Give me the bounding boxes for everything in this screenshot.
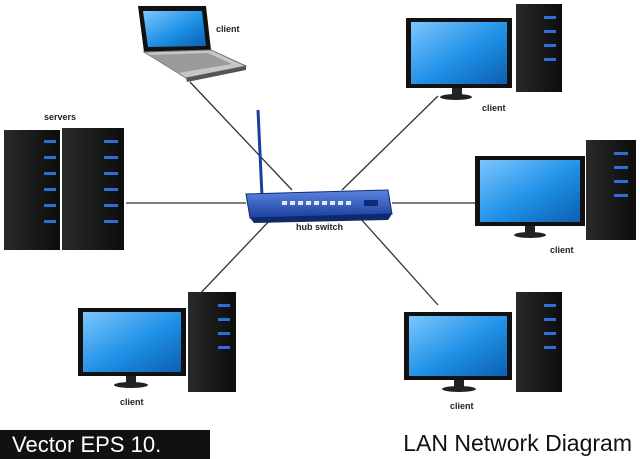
client-top-right-icon xyxy=(406,4,562,100)
diagram-title: LAN Network Diagram xyxy=(403,430,632,456)
hub-switch-label: hub switch xyxy=(296,222,343,232)
cable-bottom-right xyxy=(359,217,439,306)
client-bottom-left-label: client xyxy=(120,397,144,407)
footer-version-text: Vector EPS 10. xyxy=(12,432,162,457)
client-mid-right-icon xyxy=(475,140,636,240)
client-mid-right-label: client xyxy=(550,245,574,255)
laptop-client-icon xyxy=(138,6,248,82)
network-cables xyxy=(126,81,475,306)
client-bottom-right-label: client xyxy=(450,401,474,411)
client-bottom-left-icon xyxy=(78,292,236,392)
cable-bottom-left xyxy=(195,217,273,299)
servers-icon xyxy=(4,128,124,250)
laptop-client-label: client xyxy=(216,24,240,34)
cable-laptop xyxy=(189,81,293,191)
servers-label: servers xyxy=(44,112,77,122)
client-top-right-label: client xyxy=(482,103,506,113)
footer-badge xyxy=(0,430,210,459)
cable-top-right xyxy=(341,95,439,191)
hub-switch-icon xyxy=(245,109,393,223)
client-bottom-right-icon xyxy=(404,292,562,392)
